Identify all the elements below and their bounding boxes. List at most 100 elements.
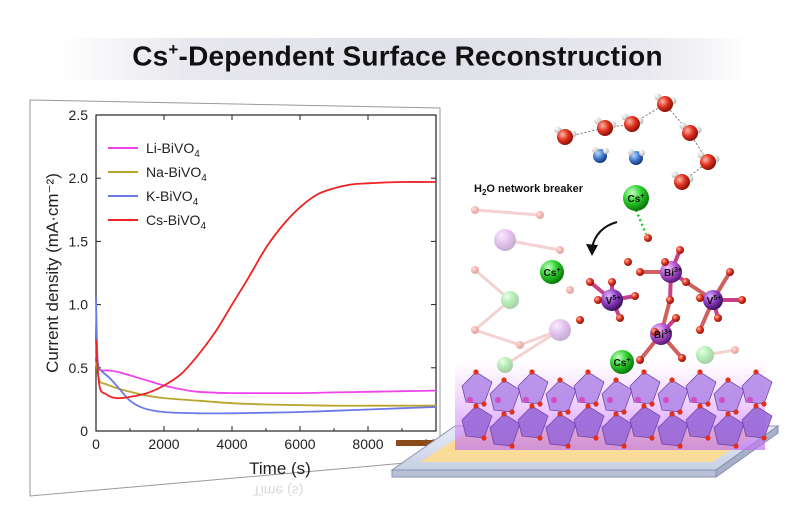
polyhedron xyxy=(685,371,717,405)
oxygen-atom xyxy=(608,278,616,286)
oxygen-atom xyxy=(501,377,507,383)
oxygen-atom xyxy=(566,286,574,294)
oxygen-atom xyxy=(613,411,619,417)
oxygen-atom xyxy=(557,377,563,383)
hydrogen-atom xyxy=(628,149,634,155)
oxygen-atom xyxy=(509,443,515,449)
cs-label: Cs+ xyxy=(544,267,561,279)
oxygen-atom xyxy=(516,341,524,349)
oxygen-atom xyxy=(557,411,563,417)
polyhedron xyxy=(461,405,493,439)
bi-atom xyxy=(495,397,501,403)
polyhedron xyxy=(629,371,661,405)
illustration-panel: Bi3+Bi3+V5+V5+Cs+Cs+Cs+ H2O network brea… xyxy=(390,93,780,478)
x-tick-label: 6000 xyxy=(284,436,315,452)
bond xyxy=(473,208,542,217)
bulk-lattice xyxy=(471,206,739,373)
cs-ion xyxy=(610,350,634,374)
bi-label: Bi3+ xyxy=(664,267,682,279)
water-oxygen xyxy=(597,120,613,136)
oxygen-atom xyxy=(481,401,487,407)
oxygen-atom xyxy=(714,314,722,322)
cs-ion xyxy=(540,260,564,284)
oxygen-atom xyxy=(624,258,632,266)
oxygen-atom xyxy=(677,409,683,415)
bi-atom xyxy=(663,397,669,403)
bi-atom xyxy=(551,397,557,403)
title-background xyxy=(60,38,750,80)
oxygen-atom xyxy=(471,326,479,334)
chart-panel: 00.51.01.52.02.50200040006000800010 Li-B… xyxy=(29,99,441,497)
oxygen-atom xyxy=(481,435,487,441)
oxygen-atom xyxy=(529,403,535,409)
polyhedron xyxy=(461,371,493,405)
v-label: V5+ xyxy=(707,295,722,307)
oxygen-atom xyxy=(585,369,591,375)
oxygen-atom xyxy=(585,403,591,409)
oxygen-atom xyxy=(631,292,639,300)
oxygen-atom xyxy=(696,294,704,302)
oxygen-atom xyxy=(641,403,647,409)
oxygen-atom xyxy=(753,403,759,409)
bi-atom xyxy=(523,397,529,403)
y-tick-label: 0 xyxy=(80,423,88,439)
bi-atom xyxy=(691,397,697,403)
series-line-na xyxy=(95,361,436,407)
polyhedron xyxy=(601,379,633,413)
bond xyxy=(473,328,522,347)
oxygen-atom xyxy=(697,403,703,409)
hydrogen-bond xyxy=(564,127,606,138)
oxygen-atom xyxy=(682,278,690,286)
cs-atom xyxy=(501,291,519,309)
x-tick-label: 4000 xyxy=(216,436,247,452)
migration-arrow xyxy=(591,221,618,249)
water-network xyxy=(554,93,720,190)
bivo4-slab xyxy=(455,360,773,450)
hydrogen-atom xyxy=(592,147,598,153)
oxygen-atom xyxy=(666,296,674,304)
polyhedron xyxy=(573,371,605,405)
oxygen-atom xyxy=(678,354,686,362)
polyhedron xyxy=(685,405,717,439)
oxygen-atom xyxy=(644,234,652,242)
v-atom xyxy=(703,290,723,310)
oxygen-atom xyxy=(565,409,571,415)
oxygen-atom xyxy=(594,296,602,304)
water-oxygen xyxy=(682,125,698,141)
polyhedron xyxy=(517,405,549,439)
series-line-li xyxy=(95,352,437,395)
polyhedron xyxy=(601,413,633,447)
oxygen-atom xyxy=(576,316,584,324)
scale-bar xyxy=(396,440,434,446)
water-oxygen xyxy=(700,154,716,170)
cs-atom xyxy=(497,357,513,373)
oxygen-atom xyxy=(676,246,684,254)
water-oxygen xyxy=(557,129,573,145)
v-label: V5+ xyxy=(606,295,621,307)
legend-label: K-BiVO4 xyxy=(146,188,199,208)
oxygen-atom xyxy=(705,435,711,441)
bi-atom xyxy=(494,229,516,251)
oxygen-atom xyxy=(473,403,479,409)
oxygen-atom xyxy=(761,435,767,441)
polyhedron xyxy=(713,413,745,447)
oxygen-atom xyxy=(725,411,731,417)
series-layer xyxy=(95,181,437,415)
bi-atom xyxy=(635,397,641,403)
oxygen-atom xyxy=(473,369,479,375)
oxygen-atom xyxy=(621,443,627,449)
water-oxygen xyxy=(657,96,673,112)
x-tick-label: 0 xyxy=(92,436,100,452)
oxygen-atom xyxy=(586,278,594,286)
oxygen-atom xyxy=(649,401,655,407)
x-tick-label: 8000 xyxy=(352,436,383,452)
v-atom xyxy=(601,289,623,311)
bi-label: Bi3+ xyxy=(654,329,672,341)
bi-atom xyxy=(467,397,473,403)
oxygen-atom xyxy=(616,314,624,322)
oxygen-atom xyxy=(761,401,767,407)
oxygen-atom xyxy=(733,443,739,449)
coordination-line xyxy=(634,209,648,235)
